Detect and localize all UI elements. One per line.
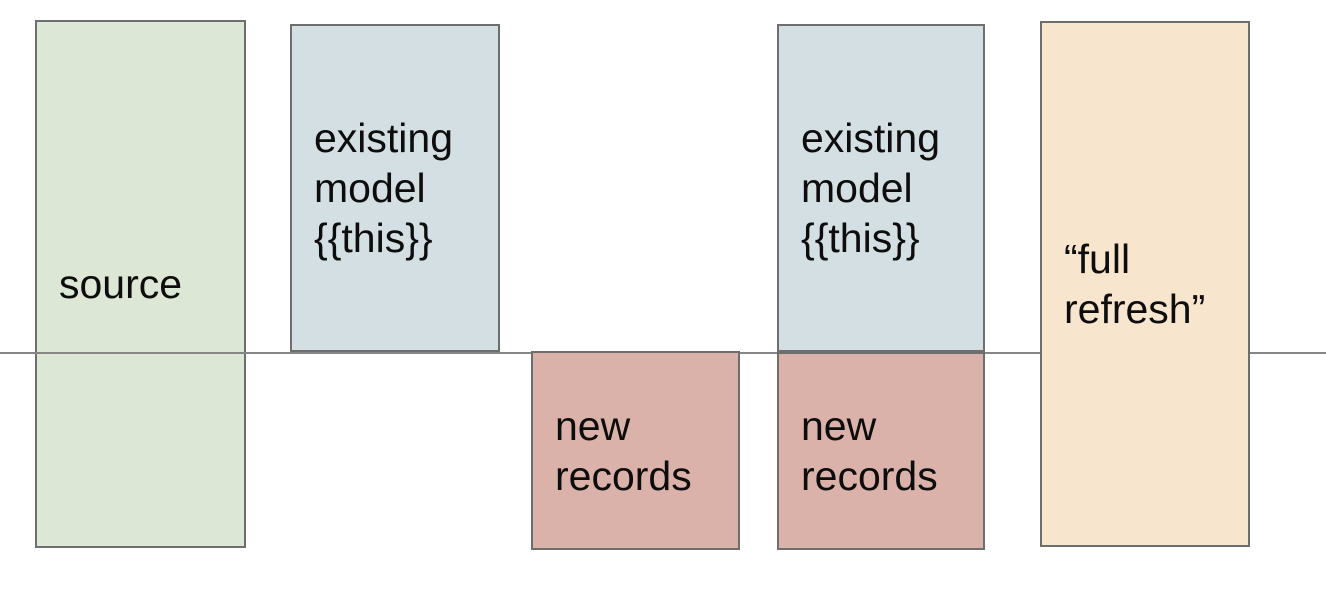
existing-model-box-2: existing model {{this}} — [777, 24, 985, 352]
full-refresh-box-label: “full refresh” — [1064, 236, 1206, 332]
existing-model-box-2-label: existing model {{this}} — [801, 115, 941, 261]
new-records-box-1-label: new records — [555, 402, 692, 499]
existing-model-box-1-label: existing model {{this}} — [314, 115, 454, 261]
full-refresh-box: “full refresh” — [1040, 21, 1250, 547]
source-box: source — [35, 20, 246, 548]
new-records-box-1: new records — [531, 351, 740, 550]
new-records-box-2-label: new records — [801, 403, 938, 499]
source-box-label: source — [59, 261, 183, 307]
existing-model-box-1: existing model {{this}} — [290, 24, 500, 352]
new-records-box-2: new records — [777, 352, 985, 550]
